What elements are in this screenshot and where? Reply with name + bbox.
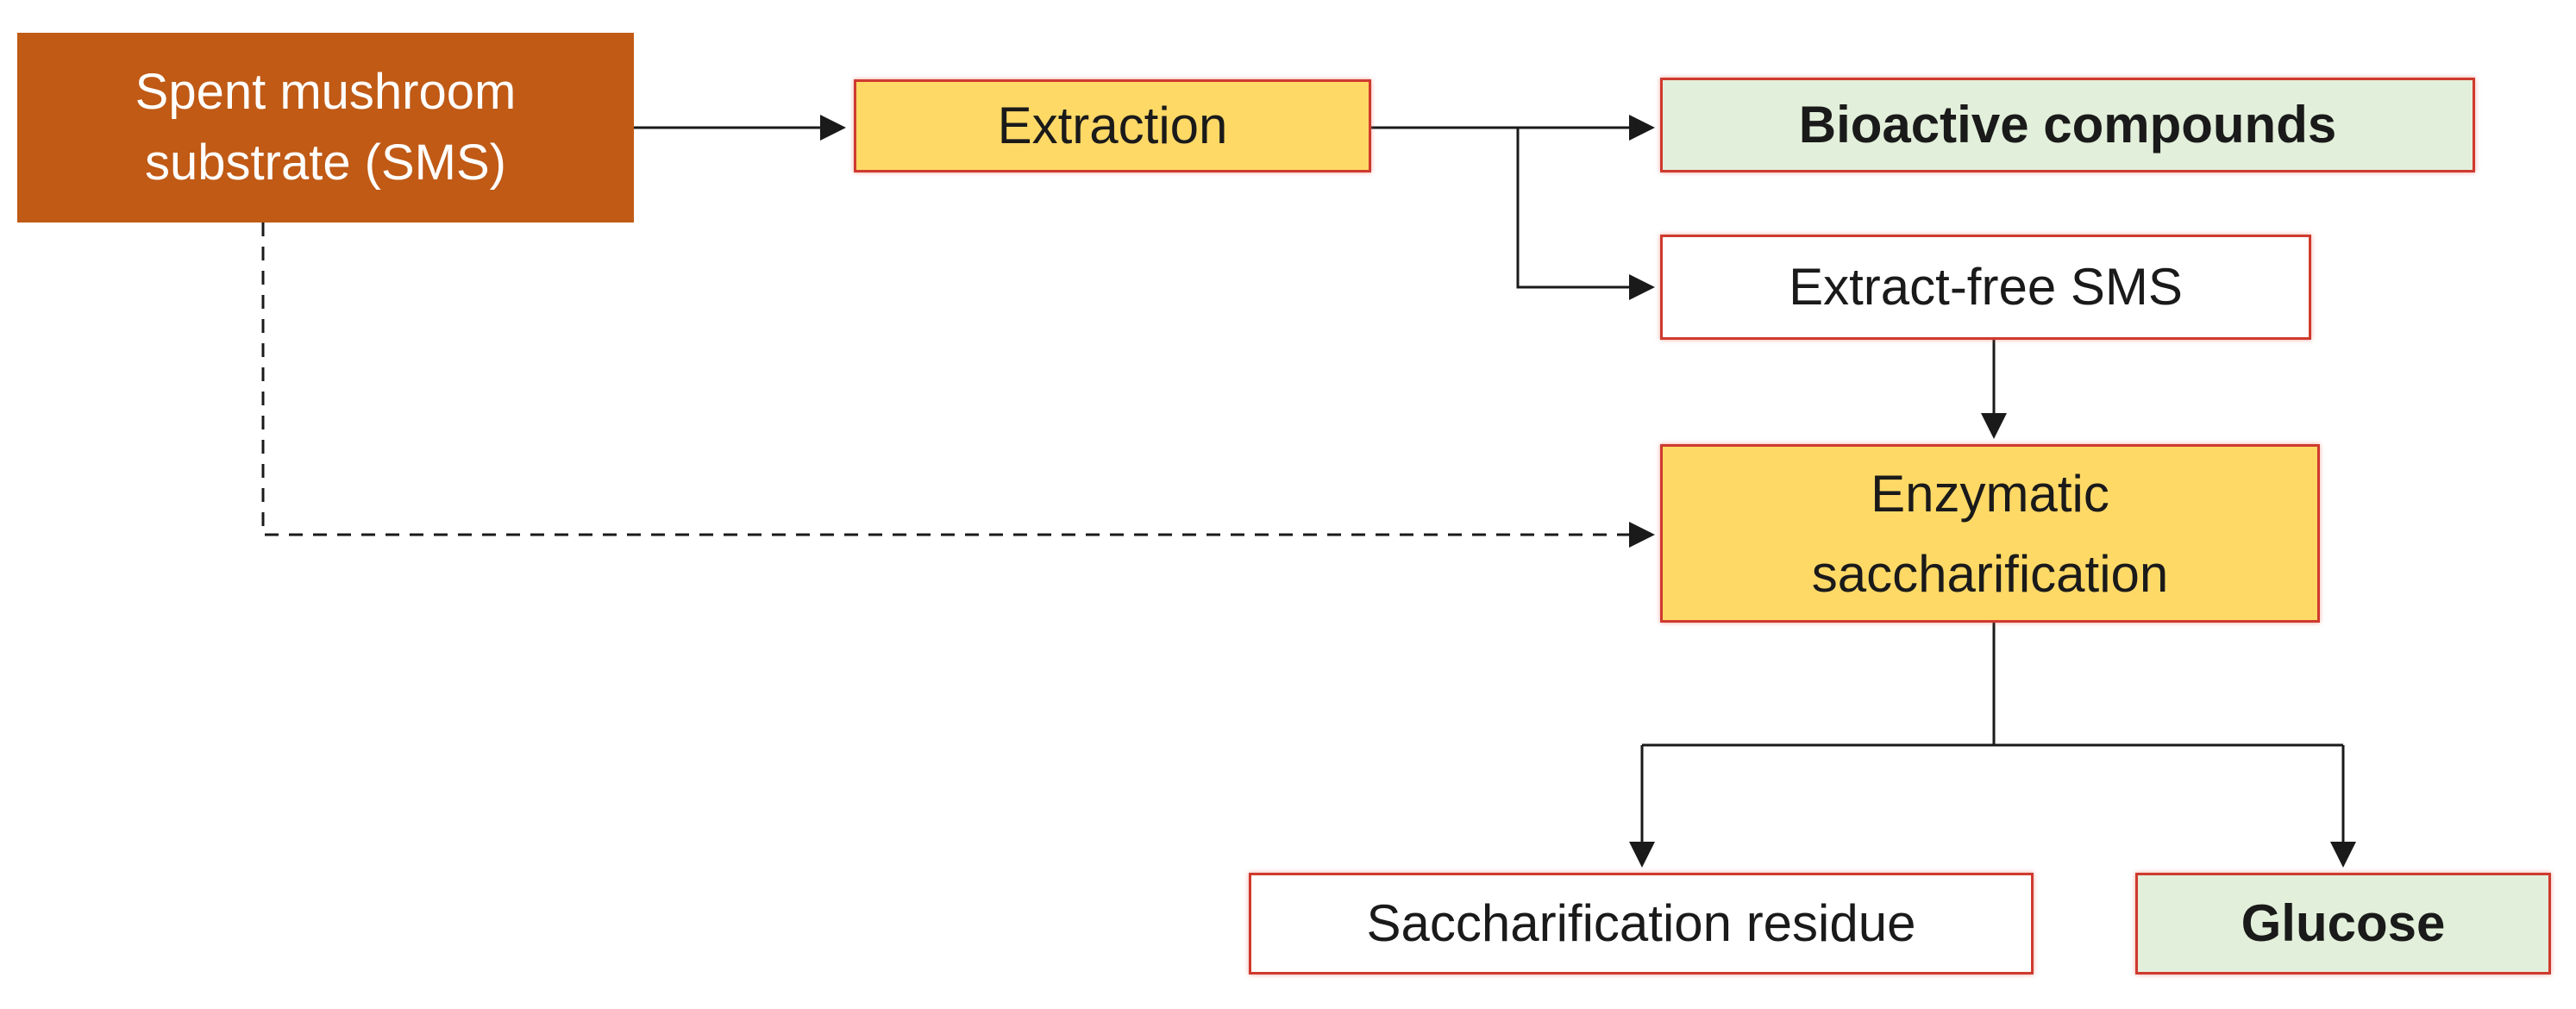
node-bioactive-compounds: Bioactive compounds	[1660, 78, 2475, 172]
node-extraction: Extraction	[854, 79, 1371, 172]
node-extract-free-sms: Extract-free SMS	[1660, 235, 2311, 340]
dashed-arrow-sms-to-enzymatic	[261, 222, 1655, 548]
node-glucose: Glucose	[2135, 873, 2551, 975]
node-enzymatic-saccharification: Enzymatic saccharification	[1660, 444, 2320, 623]
node-enzymatic-saccharification-label: Enzymatic saccharification	[1811, 464, 2169, 603]
node-bioactive-compounds-label: Bioactive compounds	[1798, 96, 2337, 154]
node-extract-free-sms-label: Extract-free SMS	[1789, 258, 2183, 316]
node-extraction-label: Extraction	[997, 97, 1228, 155]
node-saccharification-residue-label: Saccharification residue	[1366, 894, 1916, 953]
arrow-extraction-to-extract-free-sms	[1516, 128, 1655, 300]
node-spent-mushroom-substrate: Spent mushroom substrate (SMS)	[17, 33, 634, 222]
node-saccharification-residue: Saccharification residue	[1249, 873, 2034, 975]
node-spent-mushroom-substrate-label: Spent mushroom substrate (SMS)	[135, 63, 517, 191]
node-glucose-label: Glucose	[2241, 894, 2446, 953]
